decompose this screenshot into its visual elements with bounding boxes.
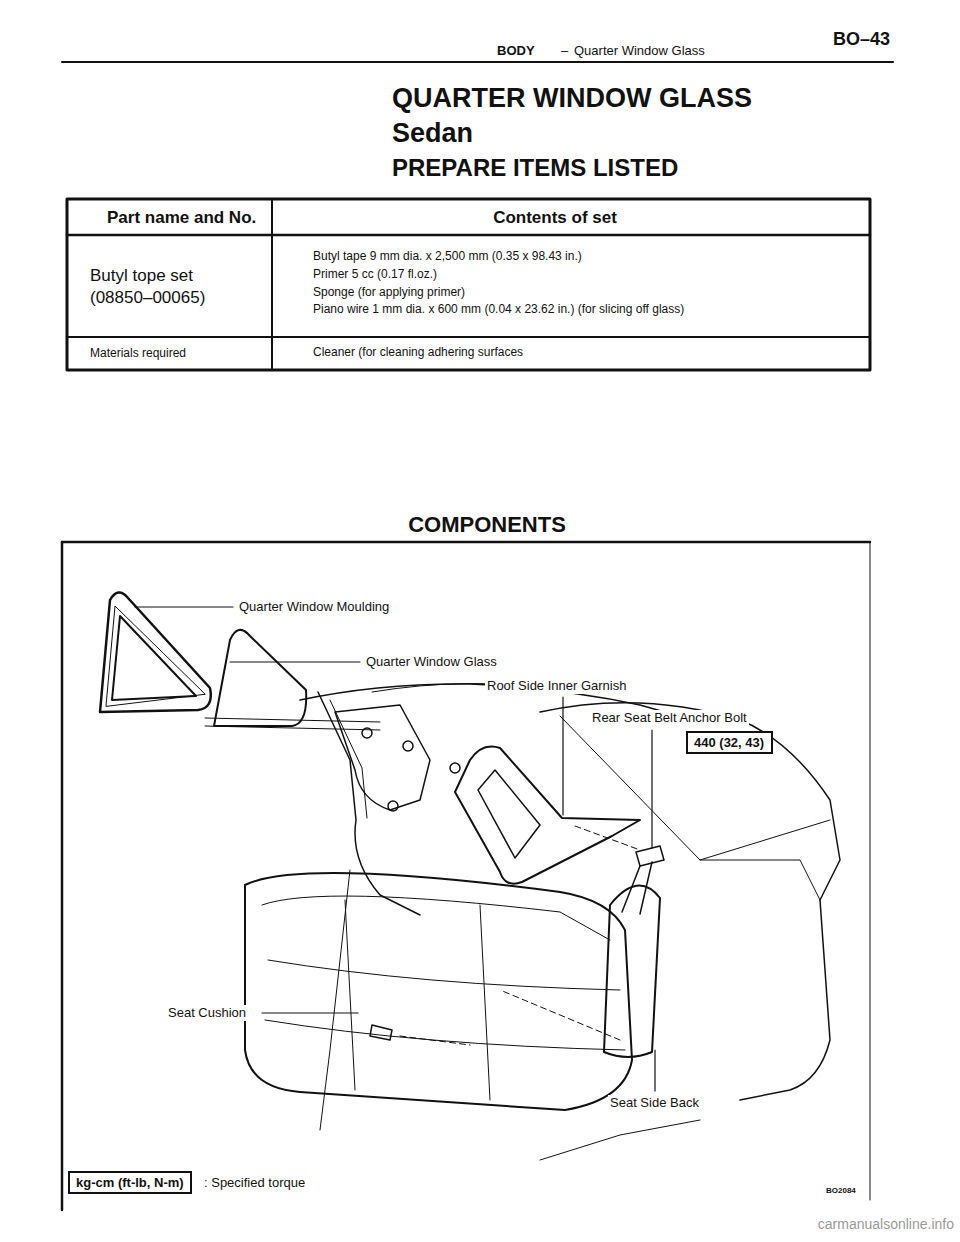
- body-outline: [740, 900, 830, 1100]
- table-rule: [271, 199, 273, 370]
- leader-line: [262, 1012, 358, 1013]
- floor-line: [540, 1120, 700, 1160]
- rear-window: [560, 716, 830, 860]
- package-tray: [700, 860, 820, 900]
- seat-seam: [345, 900, 490, 1100]
- table-cell: Primer 5 cc (0.17 fl.oz.): [313, 267, 437, 281]
- part-name: Seat Cushion: [166, 1005, 248, 1021]
- running-head: BODY: [497, 43, 535, 59]
- leader-line: [651, 730, 652, 848]
- bolt-symbol: [370, 1025, 392, 1040]
- table-frame: [67, 199, 870, 370]
- clip-symbol: [403, 741, 413, 751]
- table-rule: [67, 234, 870, 237]
- table-cell: Piano wire 1 mm dia. x 600 mm (0.04 x 23…: [313, 302, 684, 316]
- leader-line: [135, 606, 233, 607]
- clip-symbol: [362, 728, 372, 738]
- frame-line: [61, 542, 64, 1210]
- table-cell: Sponge (for applying primer): [313, 285, 465, 299]
- frame-line: [62, 541, 870, 544]
- clip-symbol: [450, 763, 460, 773]
- section-heading: PREPARE ITEMS LISTED: [392, 154, 678, 183]
- table-cell: Cleaner (for cleaning adhering surfaces: [313, 345, 523, 359]
- pillar-outline: [330, 700, 367, 818]
- torque-box: 440 (32, 43): [686, 731, 773, 754]
- part-name: Quarter Window Glass: [364, 654, 499, 670]
- running-head: Quarter Window Glass: [574, 43, 705, 59]
- glass-outline: [214, 630, 306, 726]
- watermark: carmanualsonline.info: [818, 1216, 954, 1233]
- garnish-outline: [455, 747, 640, 884]
- header-rule: [62, 61, 893, 63]
- dashed-line: [400, 1036, 470, 1045]
- clip-symbol: [388, 801, 398, 811]
- pillar-outline: [318, 692, 420, 915]
- box-text: kg-cm (ft-lb, N-m): [76, 1175, 184, 1190]
- leader-line: [654, 1050, 655, 1091]
- box-text: 440 (32, 43): [694, 735, 765, 750]
- table-rule: [67, 336, 870, 338]
- frame-line: [870, 542, 871, 1200]
- legend-text: : Specified torque: [204, 1175, 305, 1191]
- table-cell: Butyl tope set (08850–00065): [90, 265, 230, 309]
- page-title: QUARTER WINDOW GLASS: [392, 82, 752, 114]
- seat-seam: [262, 896, 610, 940]
- quarter-opening: [335, 705, 430, 810]
- dashed-line: [575, 826, 640, 850]
- body-outline: [540, 703, 840, 900]
- side-back-outline: [604, 886, 660, 1057]
- table-header: Contents of set: [493, 208, 617, 228]
- figure-code: BO2084: [826, 1186, 856, 1196]
- part-name: Rear Seat Belt Anchor Bolt: [590, 710, 749, 726]
- table-header: Part name and No.: [107, 208, 256, 228]
- subtitle: Sedan: [392, 117, 473, 149]
- section-heading: COMPONENTS: [408, 512, 566, 538]
- leader-line: [230, 661, 360, 662]
- part-name: Roof Side Inner Garnish: [485, 678, 628, 694]
- separator: –: [561, 43, 568, 59]
- page-number: BO–43: [833, 29, 890, 51]
- moulding-lip: [106, 606, 205, 706]
- part-name: Quarter Window Moulding: [237, 599, 391, 615]
- table-cell: Materials required: [90, 346, 186, 360]
- moulding-outline: [100, 592, 211, 712]
- moulding-inner: [112, 616, 196, 700]
- table-cell: Butyl tape 9 mm dia. x 2,500 mm (0.35 x …: [313, 249, 582, 263]
- garnish-window: [478, 770, 540, 858]
- belt-line: [205, 718, 380, 730]
- seat-cushion-outline: [245, 873, 632, 1110]
- bolt-symbol: [636, 846, 664, 866]
- legend-box: kg-cm (ft-lb, N-m): [68, 1171, 192, 1194]
- seat-seam: [265, 960, 625, 1050]
- dashed-line: [500, 990, 620, 1040]
- leader-line: [562, 697, 563, 815]
- part-name: Seat Side Back: [608, 1095, 701, 1111]
